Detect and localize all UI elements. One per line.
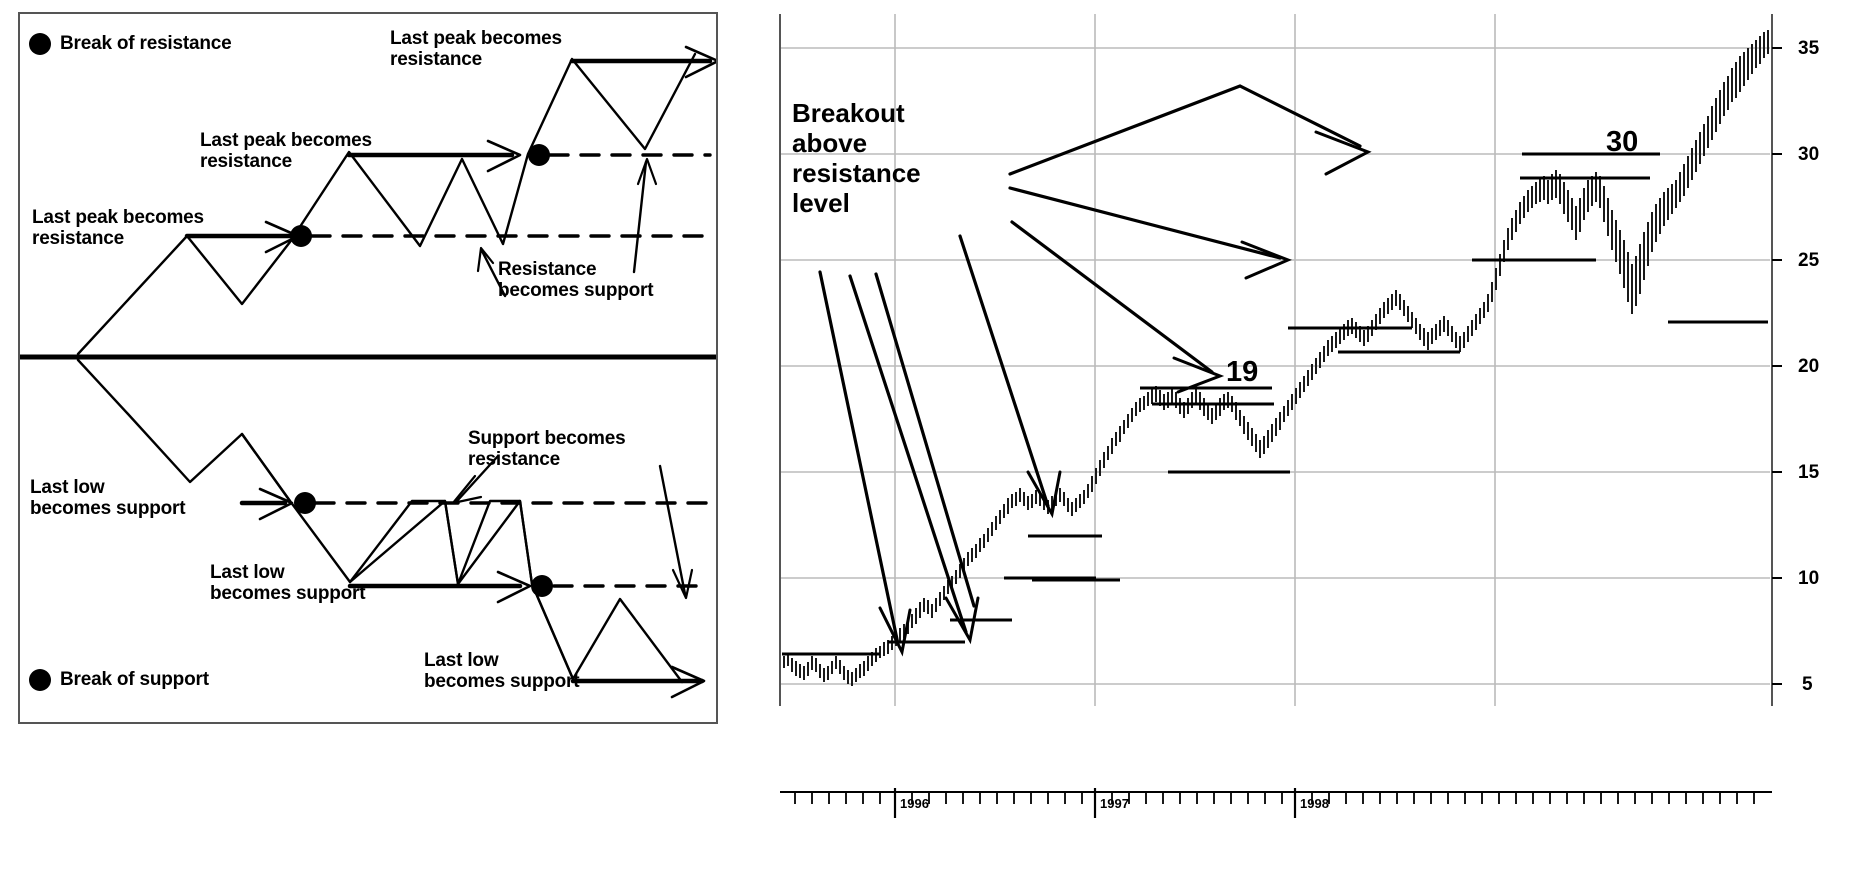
break-dot-2	[528, 144, 550, 166]
breakout-annotation-text: Breakout above resistance level	[792, 98, 921, 218]
y-axis-tick-15: 15	[1798, 462, 1820, 483]
x-axis-tick-1997: 1997	[1100, 796, 1129, 811]
label-support-becomes-resistance: Support becomes resistance	[468, 428, 626, 470]
stock-price-chart	[779, 14, 1782, 818]
y-axis-tick-5: 5	[1802, 674, 1813, 695]
arrowhead-sup-becomes-res	[451, 474, 483, 505]
y-axis-tick-25: 25	[1798, 250, 1820, 271]
label-last-peak-becomes-resistance-1: Last peak becomes resistance	[32, 207, 204, 249]
chart-x-axis	[780, 788, 1772, 818]
x-axis-tick-1996: 1996	[900, 796, 929, 811]
y-axis-tick-20: 20	[1798, 356, 1820, 377]
arrowhead-sup-3	[670, 665, 706, 699]
label-resistance-becomes-support: Resistance becomes support	[498, 259, 654, 301]
downtrend-inner	[348, 499, 575, 681]
arrowhead-res-becomes-sup	[476, 246, 495, 273]
pointer-res-becomes-sup-2	[632, 160, 648, 274]
arrowhead-sup-becomes-res-2	[671, 568, 694, 600]
y-axis-tick-10: 10	[1798, 568, 1820, 589]
pointer-res-becomes-sup	[480, 249, 507, 298]
break-dot-1	[290, 225, 312, 247]
downtrend-zigzag	[76, 358, 684, 684]
support-resistance-diagram-panel: Break of resistance Last peak becomes re…	[18, 12, 718, 724]
arrowhead-sup-2	[496, 570, 532, 604]
pointer-sup-becomes-res	[455, 454, 500, 503]
stock-chart-panel: Breakout above resistance level 30 19 35…	[760, 6, 1840, 866]
legend-label-break-of-resistance: Break of resistance	[60, 33, 232, 54]
break-dot-4	[531, 575, 553, 597]
label-last-peak-becomes-resistance-3: Last peak becomes resistance	[390, 28, 562, 70]
label-last-low-becomes-support-3: Last low becomes support	[424, 650, 580, 692]
legend-label-break-of-support: Break of support	[60, 669, 209, 690]
legend-dot-resistance	[29, 33, 51, 55]
break-dot-3	[294, 492, 316, 514]
y-axis-tick-35: 35	[1798, 38, 1820, 59]
downtrend-peak-1	[240, 432, 292, 503]
x-axis-tick-1998: 1998	[1300, 796, 1329, 811]
legend-dot-support	[29, 669, 51, 691]
chart-resistance-lines	[782, 152, 1768, 656]
pointer-sup-becomes-res-2	[658, 464, 687, 596]
chart-y-axis-ticks	[1772, 47, 1782, 685]
price-marker-19: 19	[1226, 356, 1259, 388]
arrowhead-res-2	[486, 139, 522, 173]
callout-arrows	[818, 84, 1372, 657]
price-marker-30: 30	[1606, 126, 1639, 158]
label-last-peak-becomes-resistance-2: Last peak becomes resistance	[200, 130, 372, 172]
arrowhead-res-becomes-sup-2	[636, 157, 658, 186]
label-last-low-becomes-support-2: Last low becomes support	[210, 562, 366, 604]
arrowhead-res-3	[684, 45, 716, 79]
arrowhead-sup-1	[258, 487, 294, 521]
support-resistance-schematic	[20, 33, 716, 699]
y-axis-tick-30: 30	[1798, 144, 1820, 165]
uptrend-zigzag	[76, 52, 697, 356]
label-last-low-becomes-support-1: Last low becomes support	[30, 477, 186, 519]
